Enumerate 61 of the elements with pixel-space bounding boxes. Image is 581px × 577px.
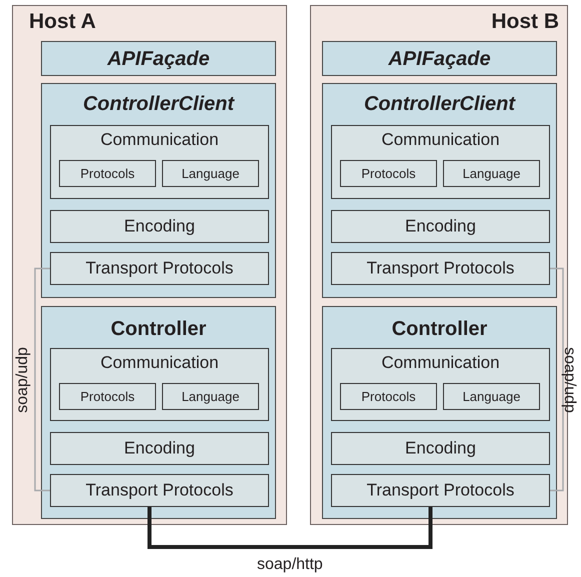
layer-box [50,125,269,199]
layer-box [340,160,437,187]
layer-box [331,210,550,243]
layer-box [331,474,550,507]
layer-box [331,252,550,285]
module-label: Protocols [360,389,417,404]
layer-title: Communication [99,354,220,373]
module-label: Language [462,166,522,181]
host-panel [12,5,287,525]
layer-label: Encoding [404,217,477,236]
layer-box [50,474,269,507]
layer-box [50,348,269,421]
layer-box [162,160,259,187]
layer-title: APIFaçade [387,48,492,70]
connector-line [148,507,432,549]
component-box [322,83,557,298]
component-title: ControllerClient [362,93,517,115]
component-box [322,306,557,519]
edge-label: soap/udp [560,346,577,412]
module-label: Protocols [79,389,136,404]
layer-label: Transport Protocols [366,259,516,278]
layer-box [50,252,269,285]
layer-box [331,125,550,199]
layer-box [59,160,156,187]
layer-label: Encoding [123,439,196,458]
layer-box [443,160,540,187]
module-label: Language [462,389,522,404]
layer-title: Communication [99,131,220,150]
layer-title: Communication [380,354,501,373]
layer-label: Transport Protocols [366,481,516,500]
module-label: Protocols [360,166,417,181]
module-label: Protocols [79,166,136,181]
layer-box [162,383,259,410]
edge-label: soap/udp [14,346,31,412]
layer-label: Encoding [123,217,196,236]
layer-label: Transport Protocols [84,259,234,278]
layer-box [59,383,156,410]
edge-label: soap/http [257,557,323,573]
layer-box [50,210,269,243]
connector-line [34,268,50,492]
component-box [41,306,276,519]
layer-title: Communication [380,131,501,150]
layer-box [331,348,550,421]
component-title: Controller [110,318,208,340]
layer-title: APIFaçade [106,48,211,70]
layer-label: Encoding [404,439,477,458]
component-title: Controller [390,318,488,340]
layer-label: Transport Protocols [84,481,234,500]
component-box [41,41,276,76]
connector-line [550,268,564,492]
component-box [41,83,276,298]
component-box [322,41,557,76]
layer-box [443,383,540,410]
host-title: Host B [491,10,559,34]
host-title: Host A [29,10,96,34]
layer-box [331,432,550,465]
component-title: ControllerClient [82,93,236,115]
module-label: Language [180,166,240,181]
layer-box [50,432,269,465]
layer-box [340,383,437,410]
module-label: Language [180,389,240,404]
